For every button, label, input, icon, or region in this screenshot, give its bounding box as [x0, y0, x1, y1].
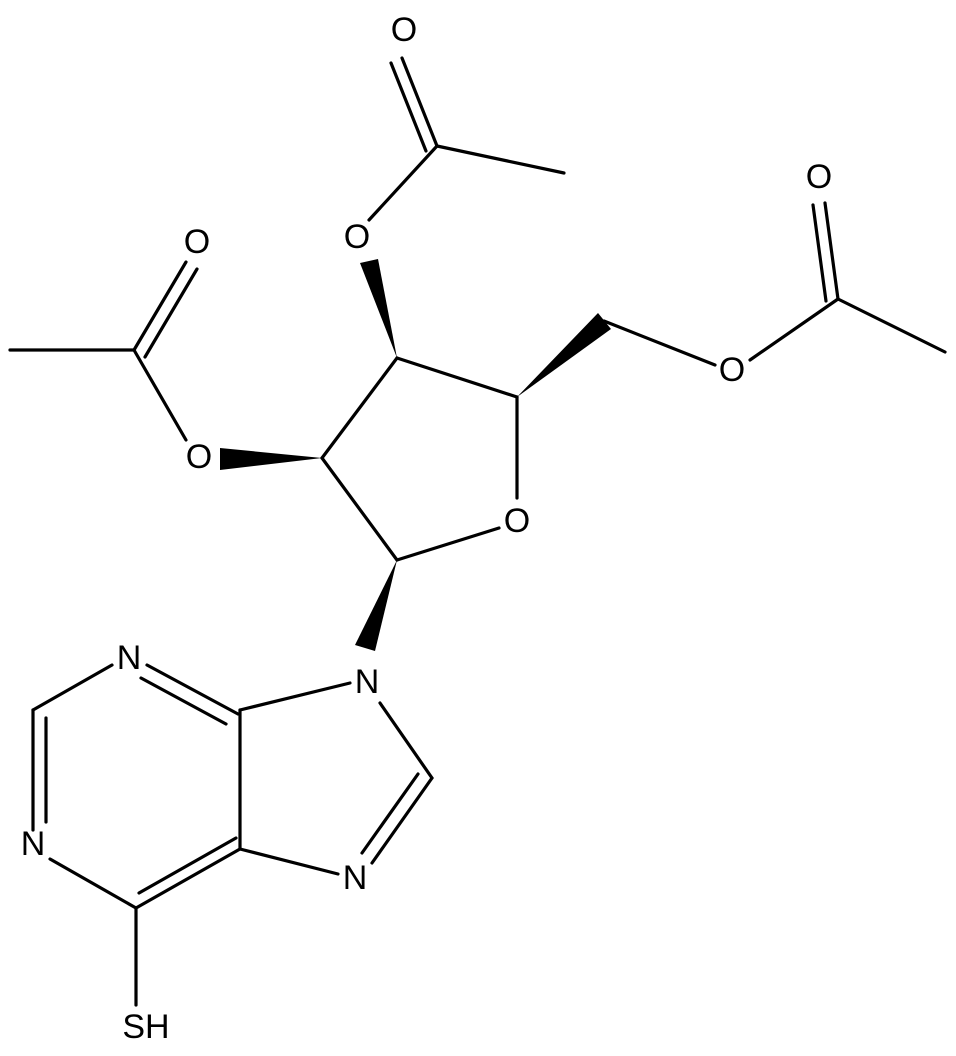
- atom-o-ester-2: O: [186, 438, 212, 476]
- bond-n3-c2: [31, 663, 114, 712]
- atom-o-carbonyl-3: O: [391, 11, 417, 49]
- atom-n9: N: [355, 663, 380, 701]
- bond-cc2-ocarb2-a: [132, 260, 188, 352]
- wedge-c4-c5: [517, 313, 611, 397]
- bonds: [8, 56, 947, 1007]
- atom-o-ester-5: O: [719, 351, 745, 389]
- bond-o-ring-c1: [395, 526, 501, 562]
- bond-cc3-ocarb3-b: [389, 61, 428, 153]
- bond-cc5-ocarb5-b: [811, 203, 828, 303]
- atom-n7: N: [343, 859, 368, 897]
- atom-o-ring: O: [504, 502, 530, 540]
- bond-c6-c5-b: [137, 836, 238, 895]
- bond-c4-n3-a: [145, 663, 240, 716]
- bond-c4-n9: [238, 681, 352, 712]
- bond-o2-cc2: [132, 348, 188, 442]
- bond-c2-c3: [320, 356, 399, 460]
- bond-c8-n7-a: [370, 776, 434, 865]
- bond-n9-c8: [378, 701, 434, 780]
- atom-n1: N: [21, 825, 46, 863]
- bond-cc2-ocarb2-b: [143, 267, 199, 359]
- bond-cc5-me5: [836, 297, 947, 354]
- atom-labels: O O O O O O O N N N N SH: [21, 11, 833, 1046]
- wedge-c1-n9: [355, 560, 397, 651]
- bond-o3-cc3: [367, 144, 439, 222]
- bond-c6-c5-a: [134, 847, 242, 910]
- bond-c3-c4: [395, 356, 519, 399]
- atom-sh: SH: [122, 1008, 169, 1046]
- bond-c5-o5: [602, 319, 717, 367]
- bond-n7-c5: [238, 847, 340, 876]
- bond-c8-n7-b: [360, 772, 420, 855]
- bond-c1-c2: [320, 456, 399, 562]
- bond-cc5-ocarb5-a: [823, 201, 840, 301]
- wedge-c3-o3: [360, 259, 397, 358]
- wedges: [220, 259, 611, 651]
- atom-o-carbonyl-2: O: [184, 223, 210, 261]
- bond-cc3-me3: [435, 144, 566, 175]
- atom-o-ester-3: O: [344, 218, 370, 256]
- atom-n3: N: [117, 639, 142, 677]
- bond-c4-n3-b: [139, 676, 228, 726]
- atom-o-carbonyl-5: O: [806, 158, 832, 196]
- bond-o5-cc5: [748, 297, 840, 362]
- wedge-c2-o2: [220, 448, 322, 470]
- bond-cc3-ocarb3-a: [400, 56, 439, 148]
- bond-n1-c6: [48, 857, 138, 910]
